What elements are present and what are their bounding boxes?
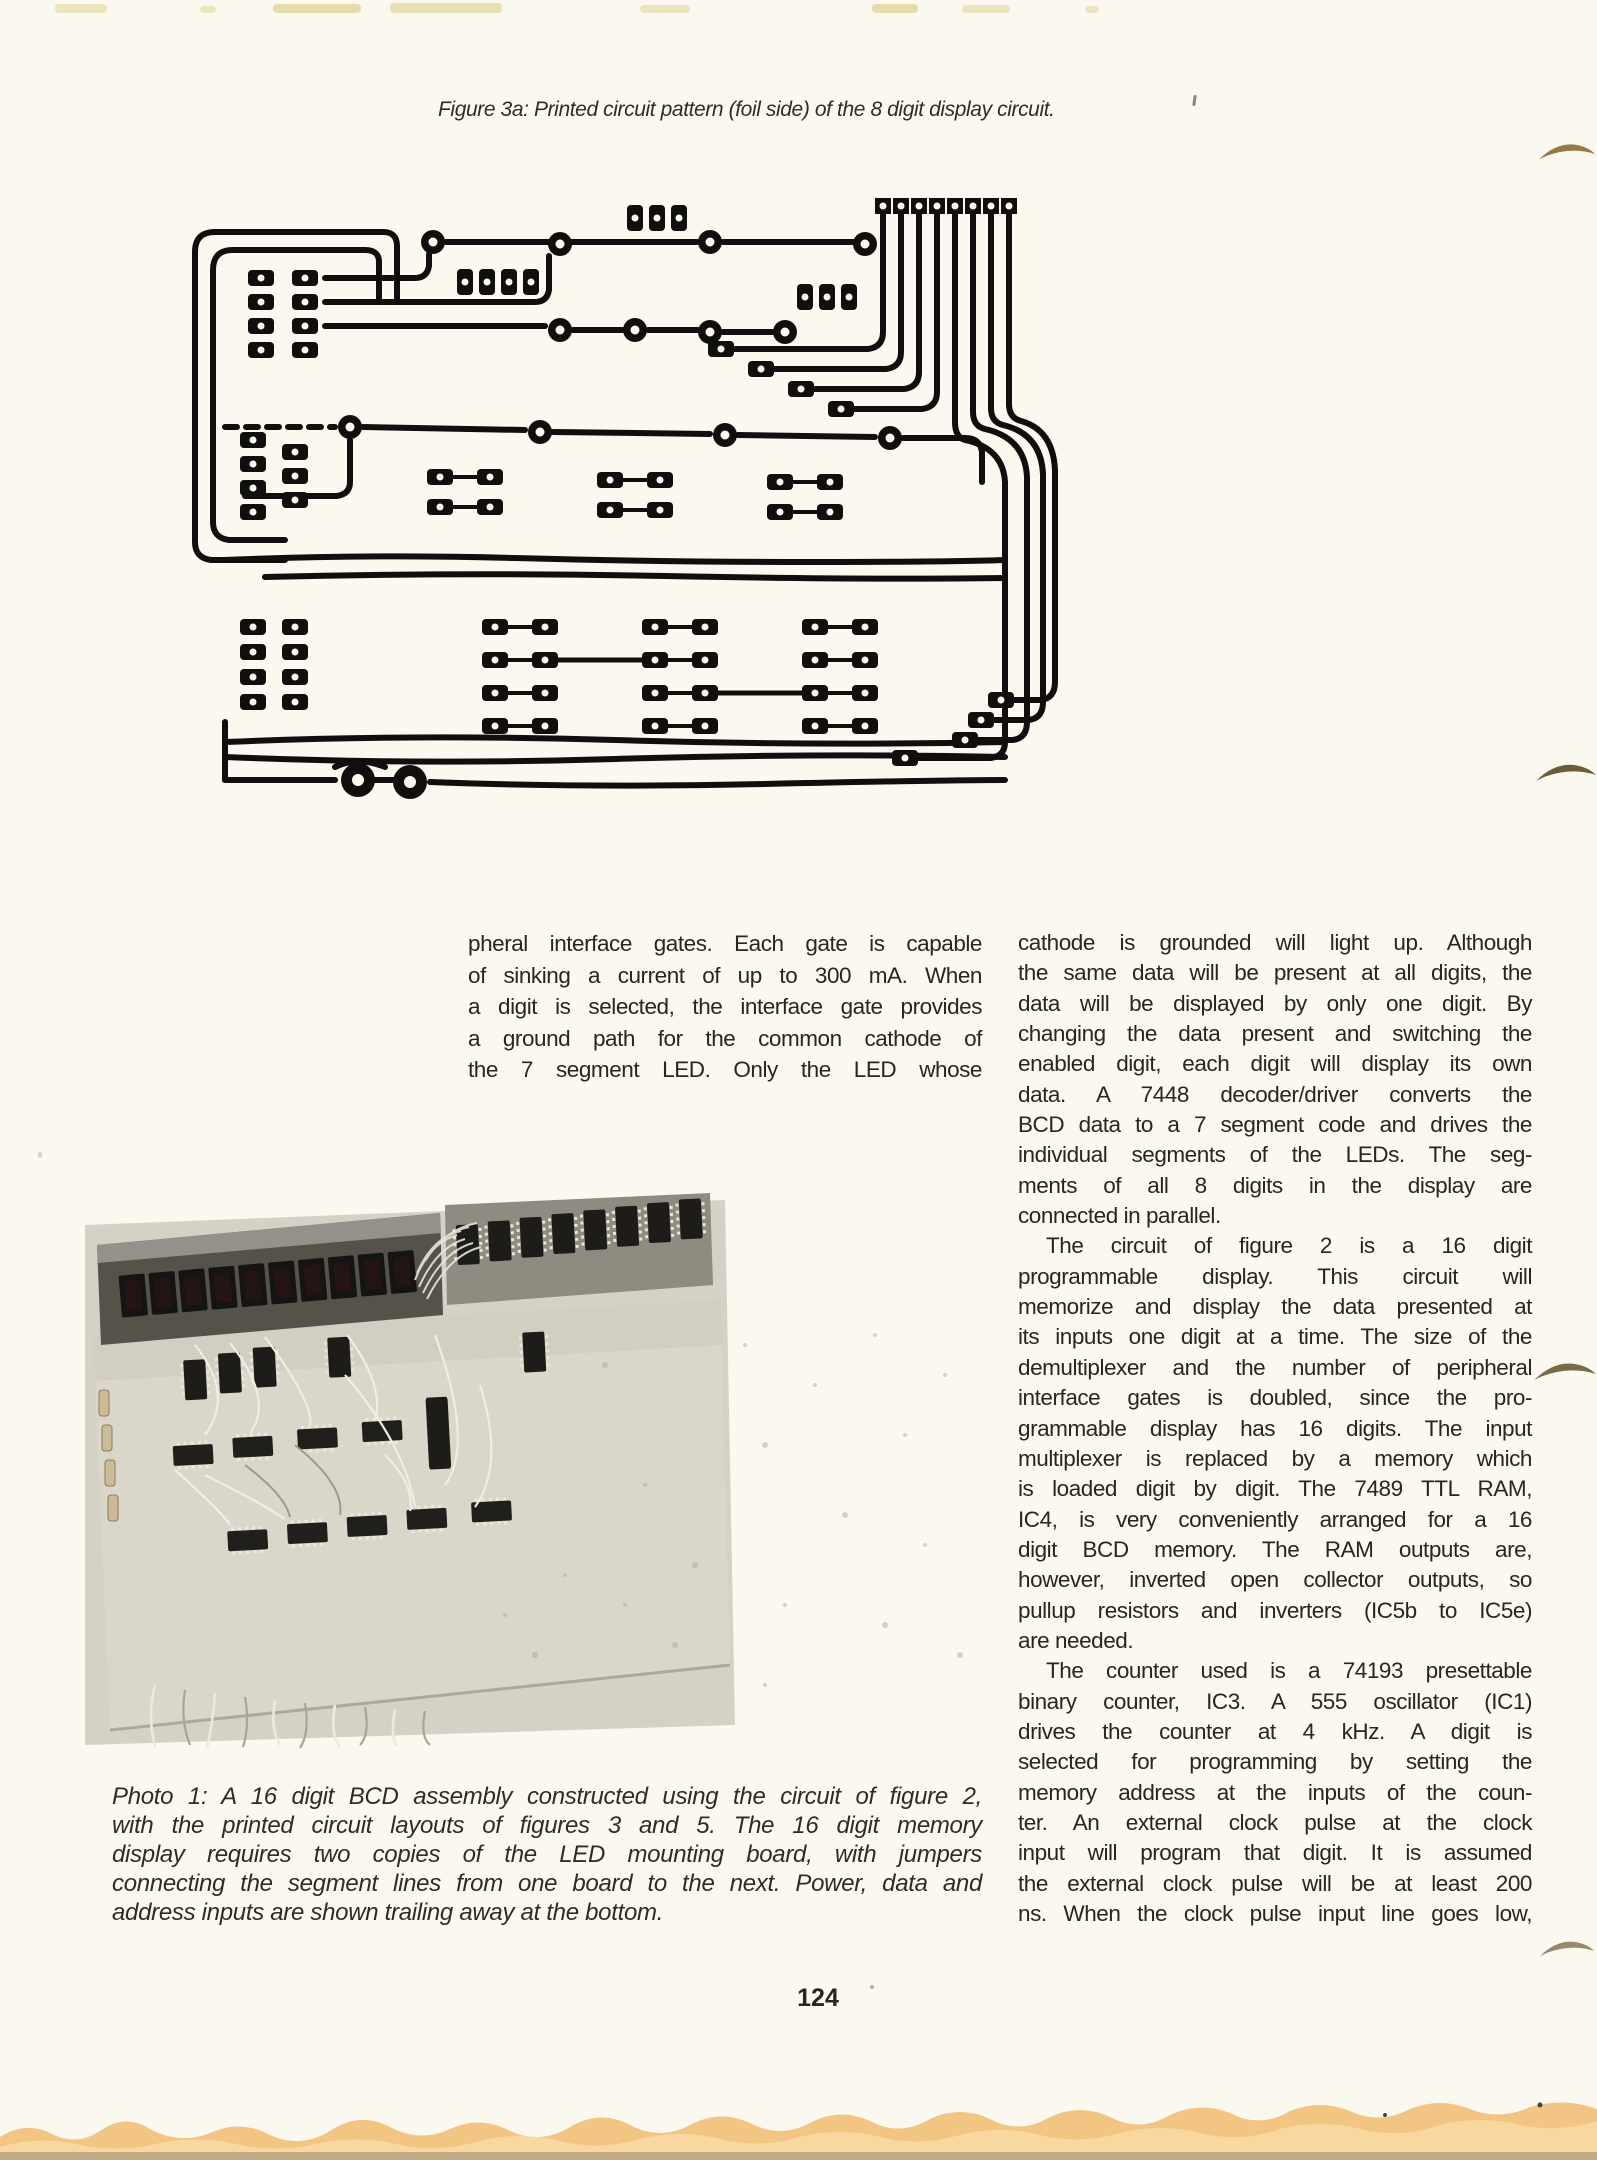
left-column: pheral interface gates. Each gate is cap… [468, 928, 982, 1086]
text-line: changing the data present and switching … [1018, 1021, 1532, 1047]
text-line: multiplexer is replaced by a memory whic… [1018, 1445, 1532, 1471]
text-line: pullup resistors and inverters (IC5b to … [1018, 1597, 1532, 1623]
page-curl-mark-4 [1538, 1936, 1596, 1964]
page-curl-mark-2 [1534, 758, 1597, 790]
text-line: display requires two copies of the LED m… [112, 1840, 982, 1868]
ink-speck [38, 1152, 42, 1158]
pcb-foil-figure [165, 182, 1060, 802]
text-line: individual segments of the LEDs. The seg… [1018, 1142, 1532, 1168]
text-line: digit BCD memory. The RAM outputs are, [1018, 1536, 1532, 1562]
text-line: the same data will be present at all dig… [1018, 960, 1532, 986]
text-line: ter. An external clock pulse at the cloc… [1018, 1809, 1532, 1835]
text-line: a digit is selected, the interface gate … [468, 994, 982, 1020]
text-line: The circuit of figure 2 is a 16 digit [1046, 1233, 1532, 1259]
text-line: interface gates is doubled, since the pr… [1018, 1385, 1532, 1411]
text-line: programmable display. This circuit will [1018, 1263, 1532, 1289]
text-line: input will program that digit. It is ass… [1018, 1840, 1532, 1866]
text-line: demultiplexer and the number of peripher… [1018, 1354, 1532, 1380]
text-line: drives the counter at 4 kHz. A digit is [1018, 1718, 1532, 1744]
text-line: IC4, is very conveniently arranged for a… [1018, 1506, 1532, 1532]
text-line: cathode is grounded will light up. Altho… [1018, 930, 1532, 955]
text-line: The counter used is a 74193 presettable [1046, 1658, 1532, 1684]
text-line: pheral interface gates. Each gate is cap… [468, 931, 982, 956]
photo-caption: Photo 1: A 16 digit BCD assembly constru… [112, 1783, 982, 1928]
text-line: data will be displayed by only one digit… [1018, 990, 1532, 1016]
text-line: the 7 segment LED. Only the LED whose [468, 1057, 982, 1083]
figure-caption: Figure 3a: Printed circuit pattern (foil… [438, 98, 1055, 121]
text-line: grammable display has 16 digits. The inp… [1018, 1415, 1532, 1441]
text-line: memory address at the inputs of the coun… [1018, 1779, 1532, 1805]
right-column: cathode is grounded will light up. Altho… [1018, 928, 1532, 1929]
page-curl-mark-3 [1532, 1356, 1597, 1390]
text-line: address inputs are shown trailing away a… [112, 1898, 664, 1926]
text-line: connecting the segment lines from one bo… [112, 1869, 982, 1897]
text-line: Photo 1: A 16 digit BCD assembly constru… [112, 1783, 982, 1810]
text-line: of sinking a current of up to 300 mA. Wh… [468, 962, 982, 988]
text-line: connected in parallel. [1018, 1203, 1221, 1229]
text-line: data. A 7448 decoder/driver converts the [1018, 1081, 1532, 1107]
page-curl-mark-1 [1537, 138, 1597, 168]
page-number: 124 [797, 1984, 839, 2012]
photo-bcd-assembly [85, 1185, 985, 1750]
text-line: enabled digit, each digit will display i… [1018, 1051, 1532, 1077]
text-line: are needed. [1018, 1627, 1134, 1653]
text-line: however, inverted open collector outputs… [1018, 1567, 1532, 1593]
ink-speck [870, 1985, 874, 1989]
text-line: selected for programming by setting the [1018, 1749, 1532, 1775]
text-line: ments of all 8 digits in the display are [1018, 1172, 1532, 1198]
text-line: a ground path for the common cathode of [468, 1025, 982, 1051]
text-line: its inputs one digit at a time. The size… [1018, 1324, 1532, 1350]
text-line: BCD data to a 7 segment code and drives … [1018, 1112, 1532, 1138]
text-line: with the printed circuit layouts of figu… [112, 1811, 982, 1839]
text-line: the external clock pulse will be at leas… [1018, 1870, 1532, 1896]
text-line: is loaded digit by digit. The 7489 TTL R… [1018, 1476, 1532, 1502]
text-line: binary counter, IC3. A 555 oscillator (I… [1018, 1688, 1532, 1714]
bottom-edge-band [0, 2095, 1597, 2160]
text-line: memorize and display the data presented … [1018, 1294, 1532, 1320]
text-line: ns. When the clock pulse input line goes… [1018, 1901, 1532, 1926]
